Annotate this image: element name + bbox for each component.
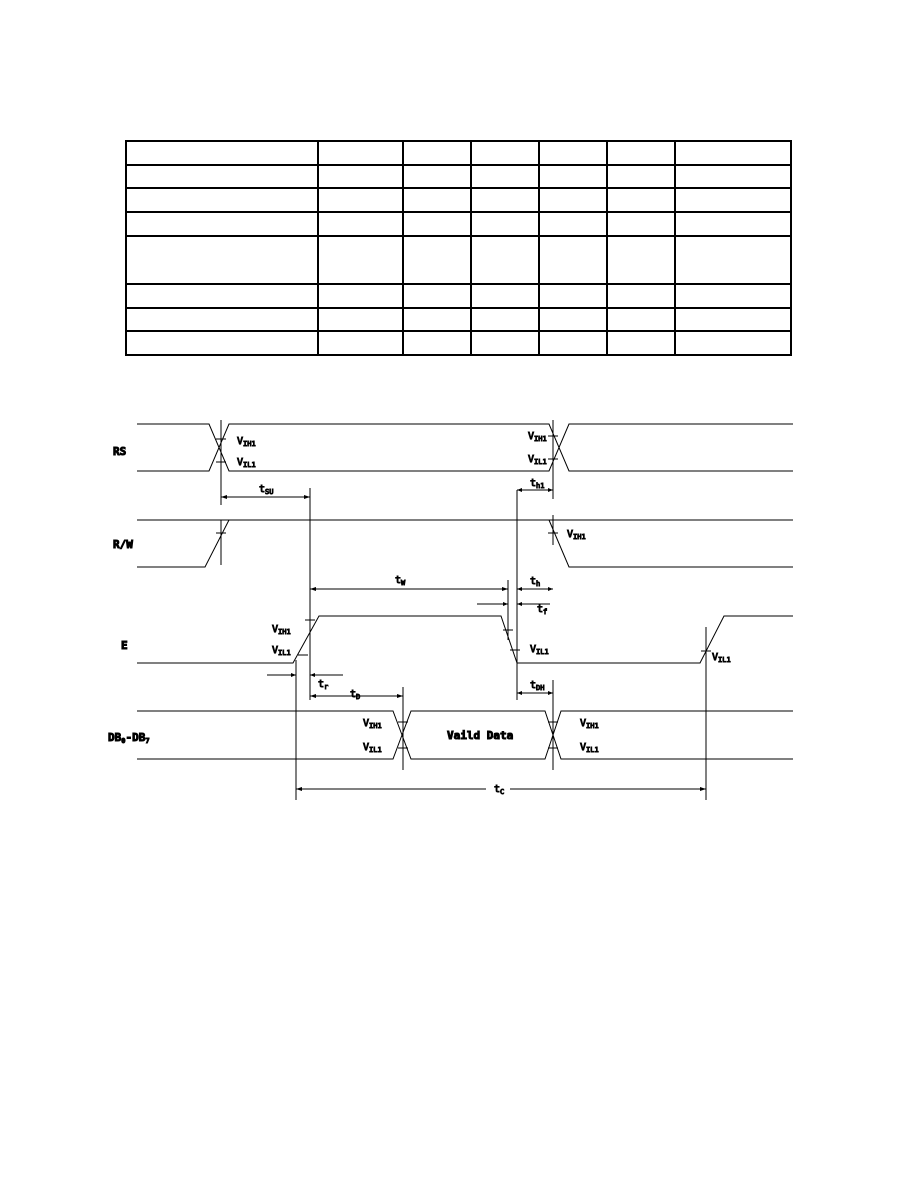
signal-label-e: E bbox=[121, 639, 128, 652]
db-vil-label-2: VIL1 bbox=[580, 742, 599, 754]
table-row bbox=[125, 163, 792, 190]
table-row bbox=[125, 187, 792, 213]
td-label: tD bbox=[350, 689, 360, 701]
rw-waveform bbox=[137, 515, 793, 568]
th1-label: th1 bbox=[530, 478, 544, 490]
rs-vih-label-2: VIH1 bbox=[528, 431, 547, 443]
table-row bbox=[125, 210, 792, 237]
rw-vih-label: VIH1 bbox=[567, 529, 586, 541]
tdh-label: tDH bbox=[530, 680, 544, 692]
e-vil-label-3: VIL1 bbox=[712, 652, 731, 664]
db-vih-label-1: VIH1 bbox=[363, 718, 382, 730]
e-vil-label-1: VIL1 bbox=[272, 645, 291, 657]
tc-label: tC bbox=[494, 784, 504, 796]
db-vih-label-2: VIH1 bbox=[580, 718, 599, 730]
e-waveform bbox=[137, 615, 793, 800]
table-row bbox=[125, 140, 792, 166]
signal-label-db: DB0-DB7 bbox=[108, 731, 150, 745]
table-row bbox=[125, 282, 792, 309]
timing-characteristics-table bbox=[125, 140, 792, 356]
e-vih-label: VIH1 bbox=[272, 624, 291, 636]
tf-label: tf bbox=[537, 604, 547, 616]
e-vil-label-2: VIL1 bbox=[530, 644, 549, 656]
tsu-label: tSU bbox=[259, 484, 273, 496]
rs-waveform bbox=[137, 420, 793, 505]
table-row bbox=[125, 330, 792, 356]
rs-vil-label-2: VIL1 bbox=[528, 454, 547, 466]
table-row bbox=[125, 306, 792, 333]
rs-vih-label-1: VIH1 bbox=[237, 436, 256, 448]
valid-data-label: Vaild Data bbox=[447, 729, 513, 742]
tr-label: tr bbox=[318, 679, 328, 691]
tw-label: tW bbox=[395, 575, 406, 587]
signal-label-rs: RS bbox=[113, 445, 126, 458]
signal-label-rw: R/W bbox=[113, 538, 133, 551]
th-label: th bbox=[530, 576, 540, 588]
db-vil-label-1: VIL1 bbox=[363, 742, 382, 754]
db-waveform bbox=[137, 680, 793, 770]
timing-diagram: RS VIH1 VIL1 VIH1 VIL1 tSU th1 R/W VIH1 … bbox=[108, 420, 793, 800]
table-row bbox=[125, 234, 792, 285]
rs-vil-label-1: VIL1 bbox=[237, 457, 256, 469]
